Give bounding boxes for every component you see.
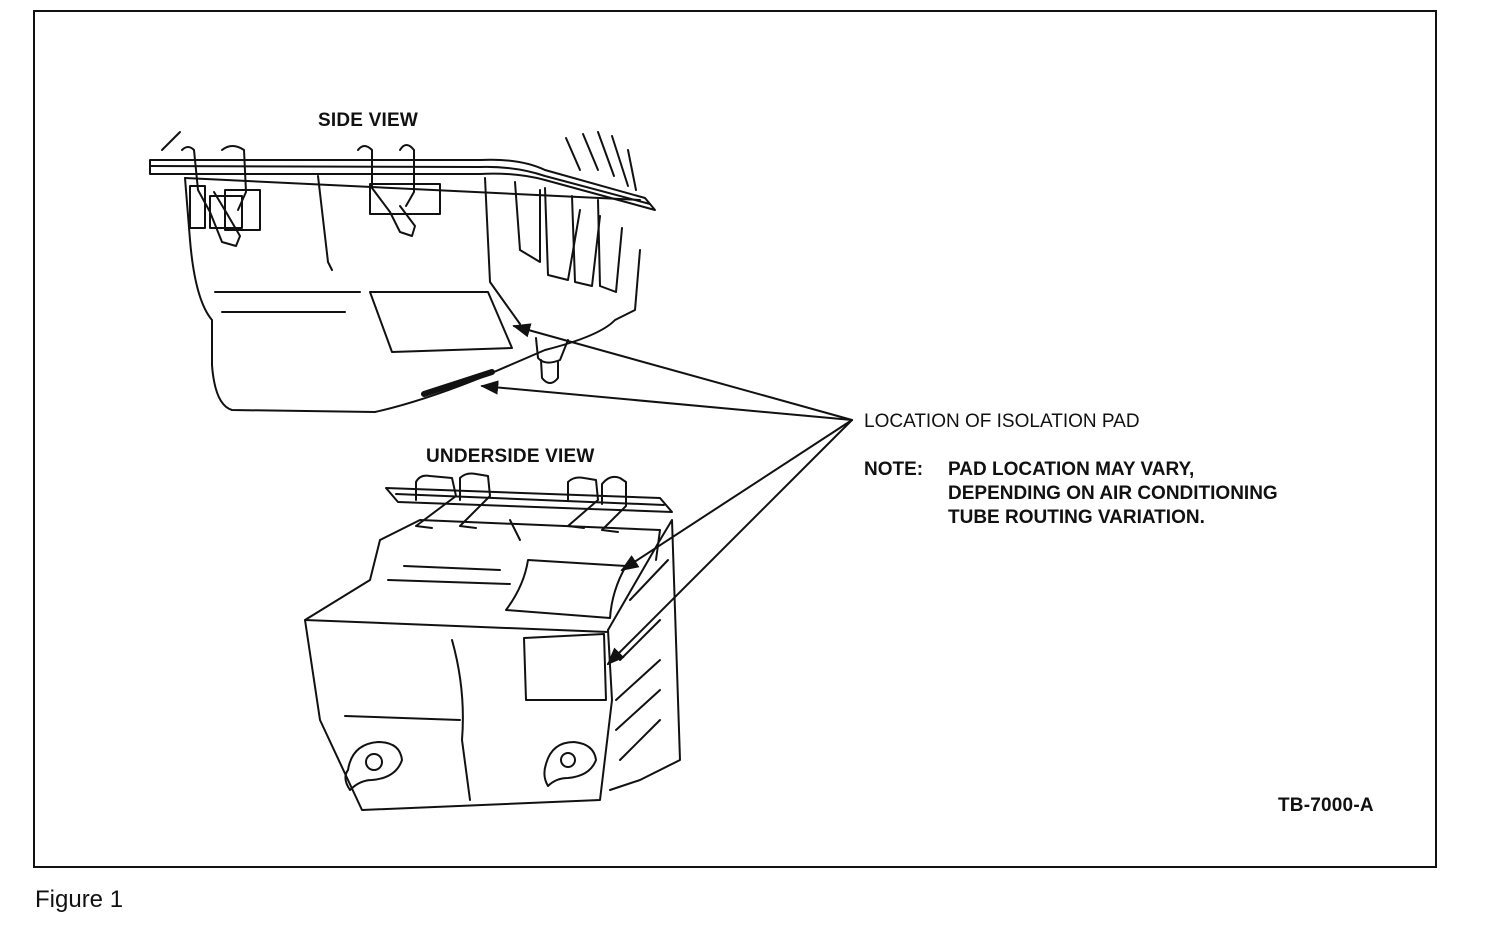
underside-view-label: UNDERSIDE VIEW — [426, 446, 595, 467]
note-line: TUBE ROUTING VARIATION. — [948, 507, 1205, 528]
callout-arrows — [480, 323, 853, 666]
side-view-drawing — [149, 131, 656, 413]
figure-code: TB-7000-A — [1278, 795, 1374, 816]
arrow-to-side-pad-edge — [480, 380, 853, 421]
figure-caption: Figure 1 — [35, 886, 124, 913]
underside-view-drawing — [304, 472, 681, 811]
isolation-pad-callout: LOCATION OF ISOLATION PAD — [864, 411, 1140, 432]
figure-frame — [33, 10, 1437, 868]
note-heading: NOTE: — [864, 459, 924, 480]
arrow-to-side-wall-pad — [606, 419, 853, 666]
arrow-to-underside-pad — [620, 419, 853, 571]
note-line: DEPENDING ON AIR CONDITIONING — [948, 483, 1278, 504]
arrow-to-side-pad — [512, 323, 853, 421]
side-view-label: SIDE VIEW — [318, 110, 418, 131]
note-block: NOTE: PAD LOCATION MAY VARY, DEPENDING O… — [864, 458, 1278, 530]
note-line: PAD LOCATION MAY VARY, — [948, 459, 1195, 480]
